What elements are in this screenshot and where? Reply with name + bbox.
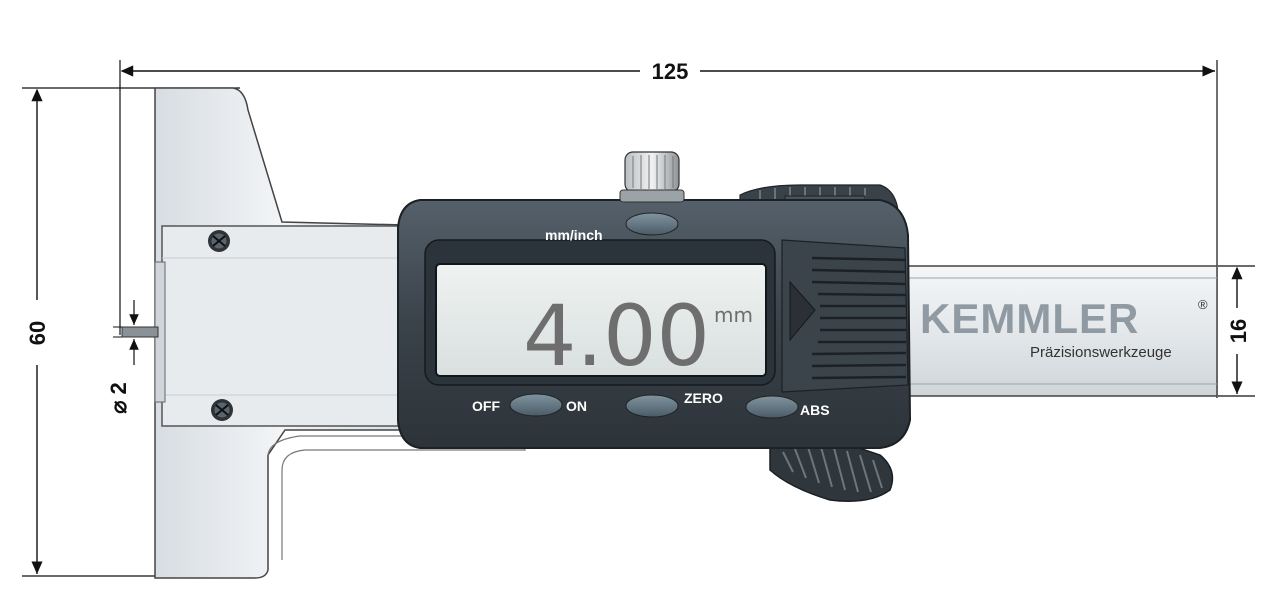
brand-logo: KEMMLER [920,295,1139,342]
zero-button[interactable] [625,394,679,418]
dim-16-label: 16 [1226,319,1251,343]
registered-mark: ® [1198,297,1208,312]
zero-button-label: ZERO [684,390,723,406]
grip-arrow-icon [789,280,816,342]
dim-125-label: 125 [652,59,689,84]
lcd-screen [435,263,767,377]
measuring-base [121,87,526,579]
grip-ridges [811,256,907,380]
dim-pin-label: ⌀ 2 [106,382,131,414]
lcd-unit: mm [714,303,753,327]
slide-bar: KEMMLER ® Präzisionswerkzeuge [894,265,1218,397]
on-button-label: ON [566,398,587,414]
bridge-plate [161,225,399,427]
lock-knob[interactable] [619,151,685,203]
dim-60-label: 60 [25,321,50,345]
abs-button-label: ABS [800,402,830,418]
screw-icon [208,230,230,252]
ruler-bar [894,265,1218,397]
screw-icon [211,399,233,421]
mode-button[interactable] [625,212,679,236]
abs-button[interactable] [745,395,799,419]
roller-grip-ridges [782,446,883,493]
mode-button-label: mm/inch [545,227,603,243]
measuring-pin [121,326,159,338]
display-housing: 4.00 mm [397,199,912,449]
lcd-reading: 4.00 [523,287,710,385]
on-off-button[interactable] [509,393,563,417]
off-button-label: OFF [472,398,500,414]
brand-tagline: Präzisionswerkzeuge [1030,344,1172,361]
